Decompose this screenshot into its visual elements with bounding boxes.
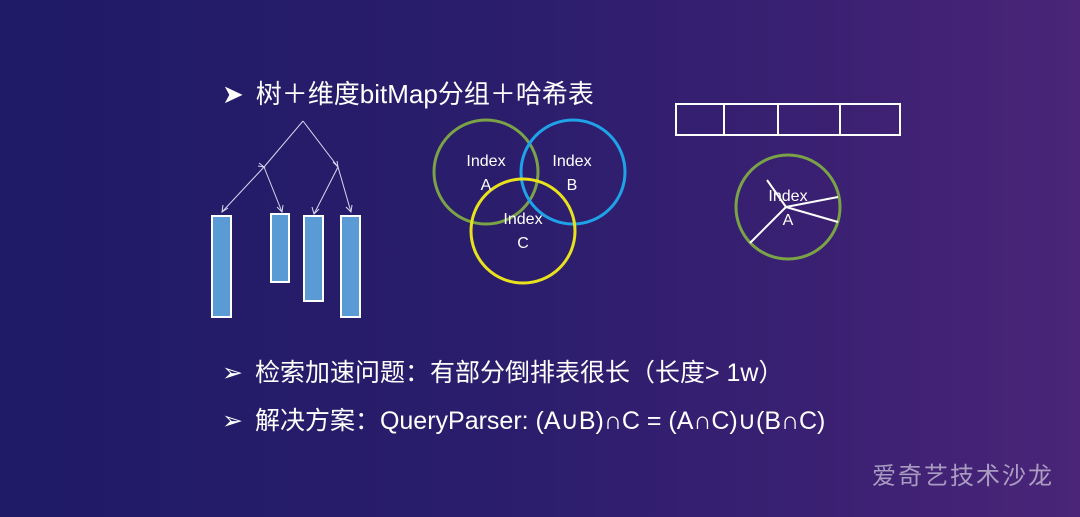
- partition-line: [749, 206, 787, 244]
- venn-c-label-1: Index: [503, 211, 542, 228]
- tree-bars: [211, 213, 361, 318]
- bullet-text: 检索加速问题：有部分倒排表很长（长度> 1w）: [254, 359, 784, 387]
- arrow-head-icon: [221, 204, 229, 214]
- venn-circle-b: [519, 118, 627, 226]
- tree-edge: [221, 166, 265, 213]
- hash-table: [675, 103, 901, 136]
- venn-circle-c: [469, 177, 577, 285]
- bullet-item-solution: ➢ 解决方案：QueryParser: (A∪B)∩C = (A∩C)∪(B∩C): [222, 401, 825, 437]
- arrow-head-icon: [345, 204, 353, 214]
- venn-a-label-2: A: [481, 177, 492, 194]
- partition-line: [785, 196, 839, 208]
- hash-partition-lines: [749, 179, 839, 244]
- heading-text: 树＋维度bitMap分组＋哈希表: [255, 79, 594, 109]
- venn-a-label-1: Index: [466, 153, 505, 170]
- arrow-head-icon: [332, 160, 339, 169]
- arrow-bullet-icon: ➢: [222, 407, 243, 435]
- hash-bucket-circle: [734, 153, 842, 261]
- venn-diagram: [432, 118, 627, 285]
- tree-diagram: [221, 120, 353, 215]
- partition-line: [766, 179, 787, 208]
- venn-circle-a: [432, 118, 540, 226]
- venn-b-label-1: Index: [552, 153, 591, 170]
- slide-heading: ➤ 树＋维度bitMap分组＋哈希表: [222, 74, 594, 111]
- posting-list-bar: [211, 215, 232, 318]
- hash-slot: [675, 103, 725, 136]
- bullet-item-problem: ➢ 检索加速问题：有部分倒排表很长（长度> 1w）: [222, 353, 783, 389]
- venn-c-label-2: C: [517, 235, 529, 252]
- hash-label-2: A: [783, 212, 794, 229]
- posting-list-bar: [303, 215, 324, 302]
- bullet-text: 解决方案：QueryParser: (A∪B)∩C = (A∩C)∪(B∩C): [254, 407, 826, 435]
- tree-edge: [263, 120, 304, 168]
- tree-edge: [263, 166, 283, 213]
- arrow-head-icon: [257, 162, 266, 168]
- arrow-bullet-icon: ➤: [222, 79, 244, 109]
- tree-edge: [302, 120, 339, 168]
- posting-list-bar: [340, 215, 361, 318]
- watermark: 爱奇艺技术沙龙: [872, 463, 1054, 490]
- hash-slot: [839, 103, 901, 136]
- arrow-bullet-icon: ➢: [222, 359, 243, 387]
- hash-slot: [777, 103, 841, 136]
- hash-slot: [723, 103, 779, 136]
- posting-list-bar: [270, 213, 290, 283]
- partition-line: [785, 206, 839, 223]
- venn-b-label-2: B: [567, 177, 578, 194]
- arrow-head-icon: [311, 206, 320, 215]
- tree-edge: [313, 166, 339, 215]
- tree-edge: [337, 166, 352, 213]
- arrow-head-icon: [276, 204, 284, 214]
- hash-label-1: Index: [768, 188, 807, 205]
